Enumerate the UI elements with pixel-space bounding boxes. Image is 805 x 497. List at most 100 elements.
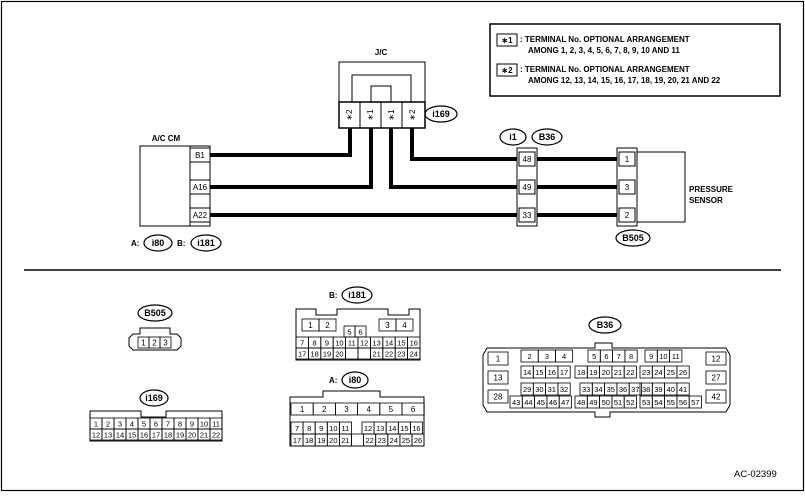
acm-legend-b: B:	[177, 239, 185, 248]
joint-connector: J/C ∗2 ∗1 ∗1 ∗2 i169	[338, 48, 458, 129]
i181-pin-1: 1	[308, 321, 313, 330]
face-labels: B505 i169 B: i181 A: i80 B36	[137, 286, 622, 407]
b36-pin-29: 29	[523, 385, 531, 394]
i169-pin-8: 8	[178, 420, 182, 429]
i80-pin-23: 23	[378, 436, 386, 445]
b36-pin-46: 46	[549, 398, 557, 407]
acm-pin-a22: A22	[193, 211, 208, 220]
acm-pin-b1: B1	[195, 151, 205, 160]
i181-pin-15: 15	[397, 339, 405, 348]
i181-pin-2-cell	[318, 318, 337, 332]
sensor-pin-2: 2	[625, 211, 630, 220]
b36-pin-12-cell	[705, 351, 727, 366]
acm-legend-a: A:	[131, 239, 139, 248]
b36-pin-4: 4	[562, 352, 566, 361]
b36-pin-4-cell	[555, 349, 574, 363]
i181-pin-16: 16	[410, 339, 418, 348]
i169-pin-12: 12	[92, 431, 100, 440]
b36-pin-17-cell	[557, 365, 571, 379]
sensor-title-2: SENSOR	[689, 196, 723, 205]
b36-pin-3: 3	[545, 352, 549, 361]
b36-pin-5: 5	[592, 352, 596, 361]
b36-pin-44: 44	[524, 398, 532, 407]
i80-pin-gap5-cell	[351, 433, 365, 447]
i169-pin-18: 18	[164, 431, 172, 440]
i181-pin-24: 24	[410, 350, 418, 359]
wiring-harness	[210, 128, 617, 217]
note1-line2: AMONG 1, 2, 3, 4, 5, 6, 7, 8, 9, 10 AND …	[528, 46, 680, 55]
b36-pin-55: 55	[667, 398, 675, 407]
jc-connector-label: i169	[432, 109, 450, 119]
i181-pin-19: 19	[323, 350, 331, 359]
i181-pin-12: 12	[360, 339, 368, 348]
i80-pin-24: 24	[390, 436, 398, 445]
b36-pin-28-cell	[487, 389, 509, 404]
b36-pin-52-cell	[623, 395, 637, 409]
b36-pin-17: 17	[560, 368, 568, 377]
i181-pin-8: 8	[313, 339, 317, 348]
b36-pin-25: 25	[667, 368, 675, 377]
face-b505-label: B505	[144, 308, 166, 318]
b36-pin-31: 31	[548, 385, 556, 394]
i169-pin-22-cell	[209, 428, 223, 441]
i169-pin-17: 17	[152, 431, 160, 440]
i181-pin-2: 2	[325, 321, 330, 330]
i169-pin-14: 14	[116, 431, 124, 440]
i169-pin-1: 1	[94, 420, 98, 429]
b36-pin-56: 56	[679, 398, 687, 407]
b36-pin-9: 9	[649, 352, 653, 361]
jc-slot-4: ∗2	[408, 109, 417, 121]
b36-pin-24: 24	[654, 368, 662, 377]
i169-pin-6: 6	[154, 420, 158, 429]
i169-pin-19: 19	[176, 431, 184, 440]
b36-pin-32-cell	[557, 382, 571, 396]
middle-conn-b36: B36	[539, 132, 556, 142]
sensor-title-1: PRESSURE	[689, 185, 734, 194]
b36-pin-26: 26	[679, 368, 687, 377]
b36-pin-1: 1	[496, 355, 501, 364]
b36-pin-20: 20	[602, 368, 610, 377]
b36-pin-35: 35	[607, 385, 615, 394]
i181-pin-24-cell	[407, 347, 421, 360]
i169-pin-20: 20	[188, 431, 196, 440]
i80-pin-26: 26	[414, 436, 422, 445]
b36-pin-18: 18	[577, 368, 585, 377]
i169-pin-5: 5	[142, 420, 146, 429]
jc-slot-1: ∗2	[345, 109, 354, 121]
b36-pin-38: 38	[642, 385, 650, 394]
b36-pin-6: 6	[604, 352, 608, 361]
b36-pin-51: 51	[614, 398, 622, 407]
b36-pin-47: 47	[561, 398, 569, 407]
i181-pin-5: 5	[347, 328, 351, 337]
b36-pin-14: 14	[523, 368, 531, 377]
note1-line1: : TERMINAL No. OPTIONAL ARRANGEMENT	[520, 35, 690, 44]
jc-slot-3: ∗1	[387, 109, 396, 121]
b36-pin-57-cell	[688, 395, 702, 409]
jc-slot-2: ∗1	[366, 109, 375, 121]
i80-pin-7: 7	[295, 424, 299, 433]
b36-pin-22-cell	[623, 365, 637, 379]
b36-pin-54: 54	[654, 398, 662, 407]
b36-pin-41: 41	[679, 385, 687, 394]
notes-box: ∗1 : TERMINAL No. OPTIONAL ARRANGEMENT A…	[489, 23, 781, 97]
i181-pin-4-cell	[395, 318, 414, 332]
b36-pin-45: 45	[537, 398, 545, 407]
i181-pin-4: 4	[402, 321, 407, 330]
b36-pin-53: 53	[642, 398, 650, 407]
i80-pin-9: 9	[319, 424, 323, 433]
i181-pin-20: 20	[335, 350, 343, 359]
i80-pin-3: 3	[344, 405, 349, 414]
i181-pin-gap5-cell	[357, 347, 371, 360]
i181-pin-9: 9	[325, 339, 329, 348]
ac-control-module: A/C CM B1 A16 A22 A: i80 B: i181	[131, 134, 222, 252]
b36-pin-23: 23	[642, 368, 650, 377]
i169-outline	[89, 410, 223, 442]
i80-pin-2: 2	[322, 405, 327, 414]
i80-pin-16: 16	[412, 424, 420, 433]
sensor-pin-1: 1	[625, 155, 630, 164]
i80-pin-10: 10	[329, 424, 337, 433]
i80-pin-21: 21	[341, 436, 349, 445]
